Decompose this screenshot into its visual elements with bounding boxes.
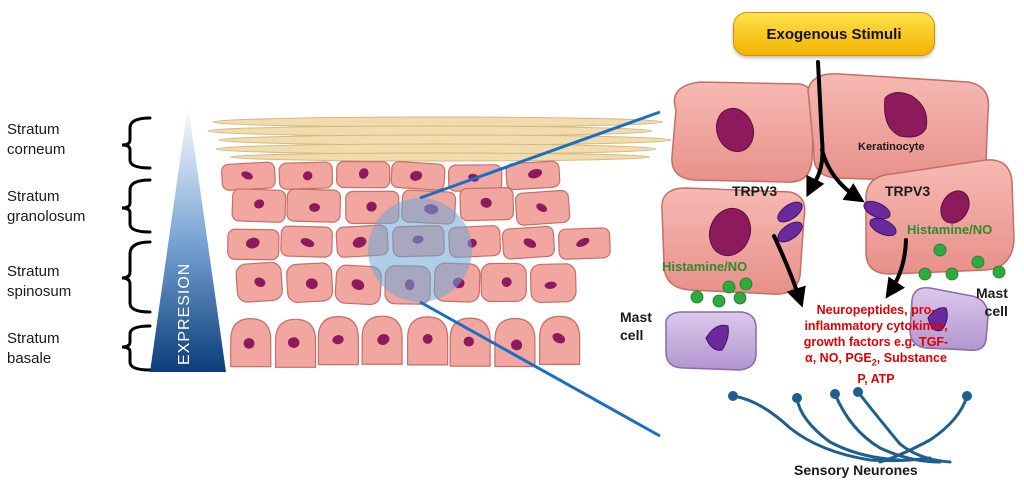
cell-nucleus — [510, 339, 523, 351]
keratinocyte-cell — [865, 159, 1015, 275]
cell-nucleus — [366, 201, 377, 212]
cell-nucleus — [332, 335, 344, 345]
zoom-line — [419, 110, 661, 200]
corneum-flakes — [207, 116, 672, 162]
sensory-neurones-label: Sensory Neurones — [794, 462, 918, 478]
cell-nucleus — [536, 203, 548, 213]
mast-cell-nuclei — [705, 307, 948, 351]
histamine-label-left: Histamine/NO — [662, 259, 748, 274]
cell-nucleus — [300, 238, 315, 248]
layer-brackets — [121, 116, 152, 372]
cell-nucleus — [241, 171, 253, 180]
expression-label: EXPRESION — [176, 262, 193, 365]
trpv3-label-right: TRPV3 — [885, 183, 931, 199]
arrow-icon — [885, 238, 908, 299]
cell-nucleus — [245, 237, 260, 249]
cell-nucleus — [302, 171, 313, 181]
trpv3-label-left: TRPV3 — [732, 183, 778, 199]
mediators-released-text: Neuropeptides, pro- inflammatory cytokin… — [803, 303, 949, 386]
cell-nucleus — [463, 336, 474, 347]
arrow-icon — [772, 234, 806, 308]
bracket-icon — [121, 116, 152, 170]
gradient-triangle-icon — [150, 104, 226, 372]
sensory-neurones — [731, 390, 969, 464]
cell-nucleus — [544, 281, 557, 289]
mast-cell — [909, 287, 989, 352]
histamine-label-right: Histamine/NO — [907, 222, 993, 237]
cell-nucleus — [422, 333, 433, 344]
stimulus-arrows — [772, 60, 908, 308]
cell-nucleus — [552, 333, 566, 344]
arrow-icon — [820, 148, 865, 203]
cell-nucleus — [528, 168, 543, 179]
cell-nucleus — [351, 279, 365, 291]
keratinocyte-label: Keratinocyte — [858, 141, 925, 153]
cell-nucleus — [254, 199, 265, 209]
cell-nucleus — [352, 236, 367, 248]
bracket-icon — [121, 178, 152, 234]
cell-nucleus — [523, 238, 537, 248]
cell-nucleus — [410, 170, 423, 181]
cell-nucleus — [480, 197, 492, 208]
cell-nucleus — [501, 277, 512, 287]
cell-nucleus — [243, 338, 255, 349]
bracket-icon — [121, 240, 152, 314]
cell-nucleus — [309, 203, 321, 212]
arrow-icon — [806, 60, 825, 198]
cell-nucleus — [305, 278, 318, 290]
cell-nucleus — [358, 168, 369, 179]
zoom-line — [419, 300, 661, 438]
cell-nucleus — [287, 337, 300, 348]
cell-nucleus — [377, 334, 390, 345]
bracket-icon — [121, 324, 152, 372]
skin-cell-grid — [221, 160, 611, 368]
cell-nucleus — [576, 237, 590, 247]
zoom-circle-icon — [368, 198, 472, 302]
neurone-ends — [728, 387, 972, 403]
keratinocyte-nuclei — [708, 92, 970, 257]
exogenous-stimuli-box: Exogenous Stimuli — [733, 12, 935, 56]
histamine-granules — [690, 243, 1006, 308]
cell-nucleus — [254, 277, 266, 288]
trpv3-channels — [777, 200, 897, 243]
